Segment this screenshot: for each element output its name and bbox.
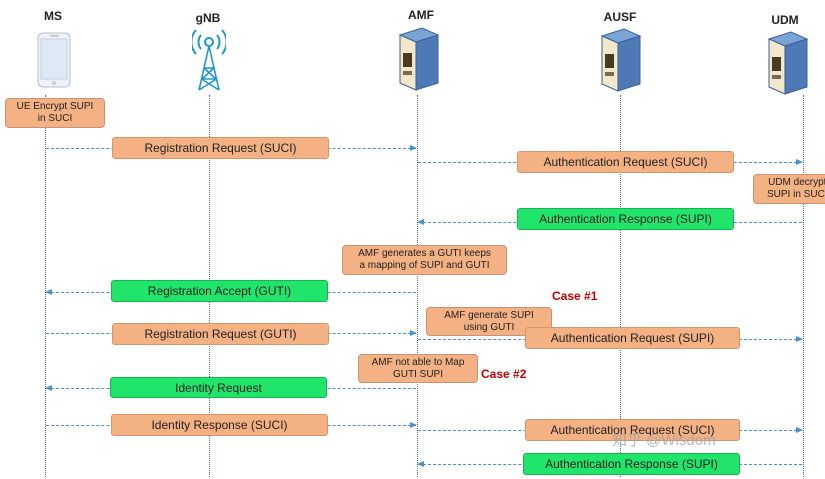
note-ue-encrypt-supi: UE Encrypt SUPI in SUCI (5, 98, 105, 128)
message-identity-response-suci: Identity Response (SUCI) (111, 414, 328, 436)
lifeline-ms (45, 95, 46, 477)
antenna-tower-icon (192, 29, 226, 91)
note-amf-generates-guti: AMF generates a GUTI keeps a mapping of … (342, 245, 507, 275)
entity-label-udm: UDM (771, 13, 799, 27)
case-1-label: Case #1 (552, 289, 598, 303)
udm-server-icon (767, 31, 809, 95)
note-udm-decrypt-supi: UDM decrypt SUPI in SUCI (753, 174, 825, 204)
case-2-label: Case #2 (481, 367, 527, 381)
amf-server-icon (398, 27, 440, 91)
entity-label-gnb: gNB (195, 11, 221, 25)
note-amf-not-able-to-map: AMF not able to Map GUTI SUPI (358, 354, 478, 383)
message-authentication-response-supi-2: Authentication Response (SUPI) (523, 453, 740, 475)
lifeline-amf (417, 95, 418, 477)
message-registration-accept-guti: Registration Accept (GUTI) (111, 280, 328, 302)
lifeline-ausf (620, 95, 621, 477)
message-authentication-response-supi: Authentication Response (SUPI) (517, 208, 734, 230)
message-authentication-request-suci-2: Authentication Request (SUCI) (525, 419, 740, 441)
message-authentication-request-suci: Authentication Request (SUCI) (517, 151, 734, 173)
entity-label-ms: MS (44, 9, 62, 23)
smartphone-icon (37, 32, 71, 88)
message-registration-request-guti: Registration Request (GUTI) (112, 323, 329, 345)
entity-label-amf: AMF (408, 8, 434, 22)
message-identity-request: Identity Request (110, 377, 327, 398)
message-authentication-request-supi: Authentication Request (SUPI) (525, 327, 740, 349)
lifeline-udm (803, 95, 804, 477)
entity-label-ausf: AUSF (603, 10, 637, 24)
watermark: 知乎 @Wisdom (612, 432, 716, 449)
message-registration-request-suci: Registration Request (SUCI) (112, 137, 329, 159)
ausf-server-icon (600, 28, 642, 92)
